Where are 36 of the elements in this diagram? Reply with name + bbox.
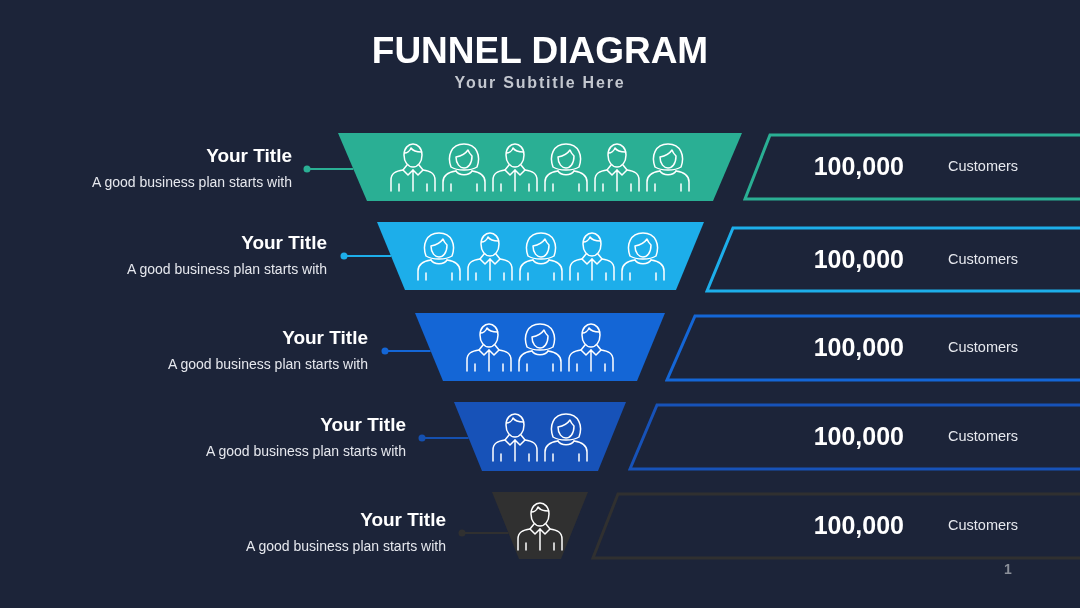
stat-panel (665, 314, 1080, 382)
stat-unit: Customers (948, 338, 1019, 356)
item-title: Your Title (241, 232, 327, 254)
leader-line (303, 165, 355, 173)
funnel-segment (338, 133, 742, 201)
item-description: A good business plan starts with (246, 537, 446, 555)
stat-unit: Customers (948, 157, 1019, 175)
stat-unit: Customers (948, 427, 1019, 445)
stat-value: 100,000 (813, 510, 904, 540)
stat-panel (705, 226, 1080, 293)
item-title: Your Title (282, 327, 368, 349)
item-title: Your Title (206, 145, 292, 167)
item-description: A good business plan starts with (168, 355, 368, 373)
stat-panel (743, 133, 1080, 201)
leader-line (340, 252, 392, 260)
funnel-segment (415, 313, 665, 381)
item-title: Your Title (320, 414, 406, 436)
funnel-segment (492, 492, 588, 559)
funnel-segment (377, 222, 704, 290)
stat-unit: Customers (948, 249, 1019, 268)
item-description: A good business plan starts with (206, 442, 406, 460)
stat-value: 100,000 (813, 332, 904, 362)
item-title: Your Title (360, 509, 446, 531)
stat-unit: Customers (948, 516, 1019, 534)
stat-value: 100,000 (813, 151, 904, 181)
page-number: 1 (1004, 561, 1012, 577)
funnel-segment (454, 402, 626, 471)
subtitle: Your Subtitle Here (454, 73, 626, 93)
leader-line (418, 434, 470, 442)
stat-panel (628, 403, 1080, 471)
stat-value: 100,000 (813, 421, 904, 451)
leader-line (381, 347, 432, 355)
stat-value: 100,000 (813, 243, 904, 274)
item-description: A good business plan starts with (127, 260, 327, 278)
diagram-title: FUNNEL DIAGRAM (371, 30, 709, 72)
item-description: A good business plan starts with (92, 173, 292, 191)
